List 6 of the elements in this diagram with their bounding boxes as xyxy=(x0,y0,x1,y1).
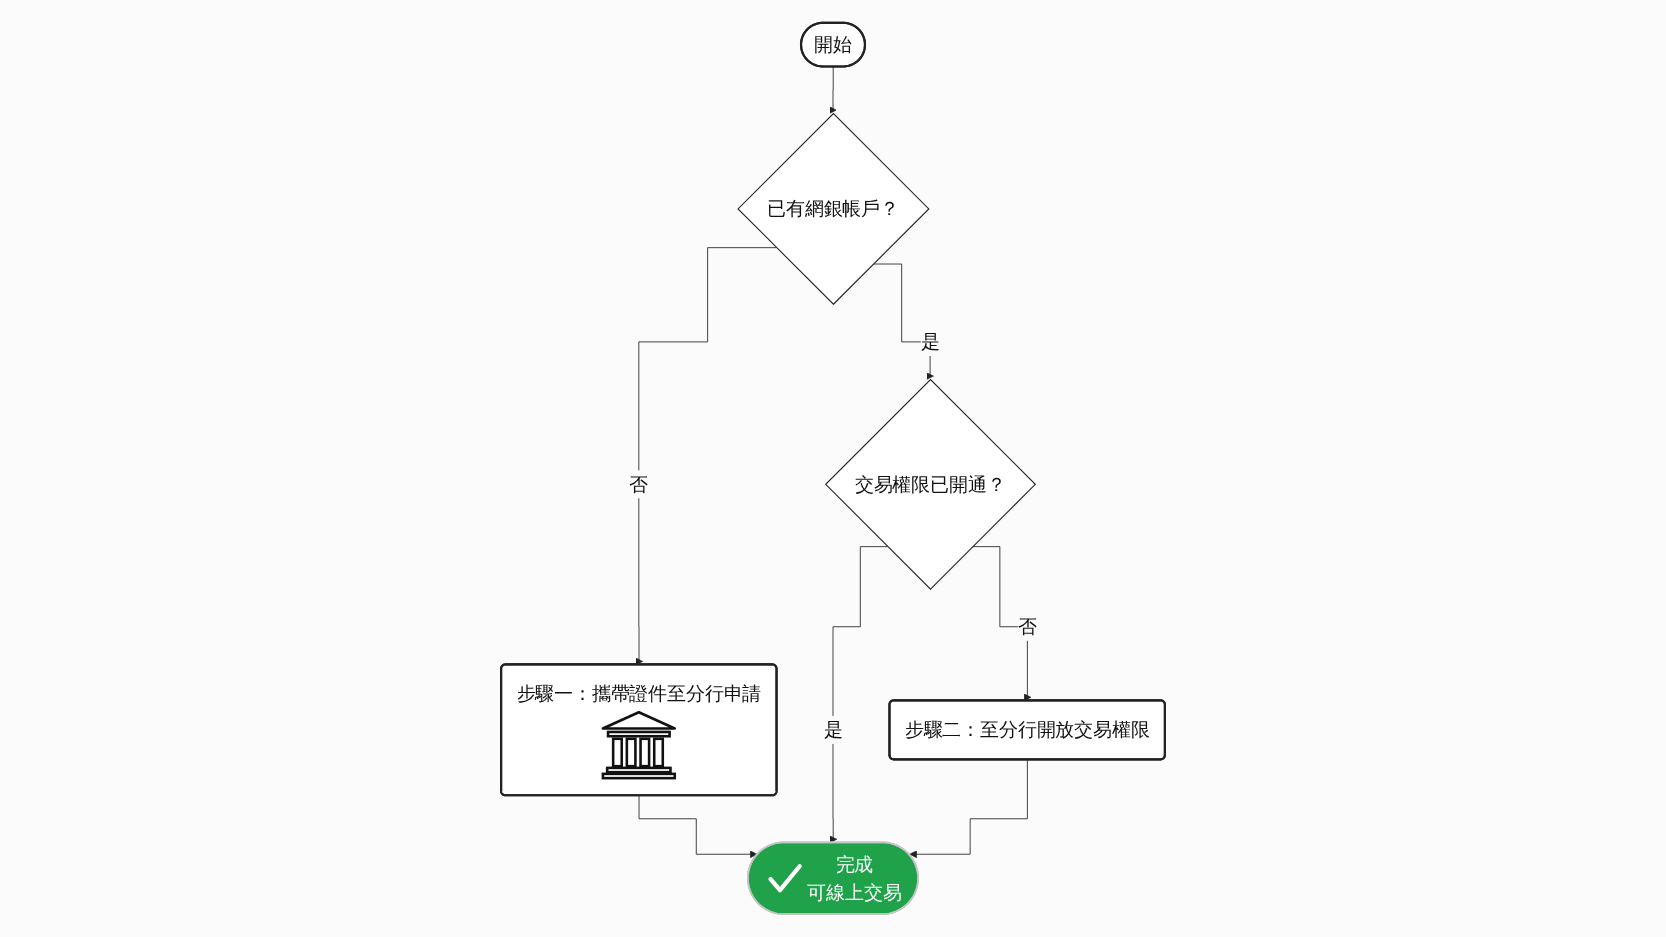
edge-label: 否 xyxy=(629,473,649,496)
node-diamond: 已有網銀帳戶？ xyxy=(737,112,930,306)
edge-label: 是 xyxy=(920,331,940,353)
edge-label: 是 xyxy=(823,719,843,741)
node-diamond: 交易權限已開通？ xyxy=(824,378,1037,590)
edge-label: 否 xyxy=(1017,616,1037,638)
